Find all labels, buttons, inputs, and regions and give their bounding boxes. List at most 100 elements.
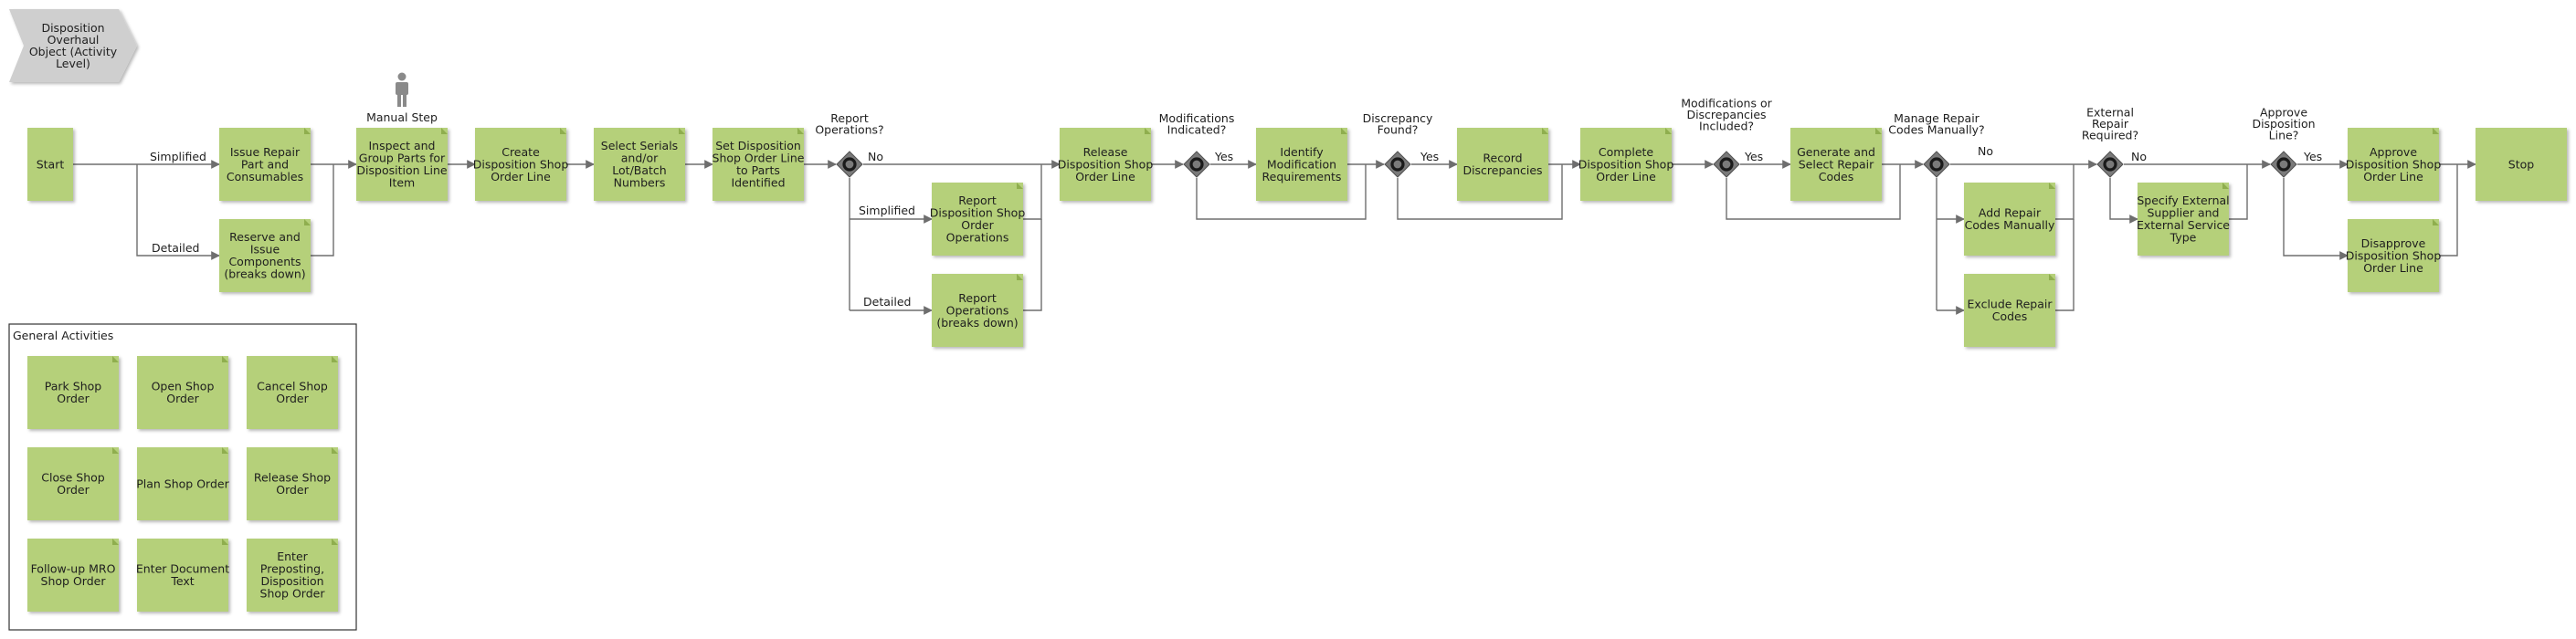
gateway-diamond [2096, 151, 2124, 178]
label-line: Order Line [1075, 170, 1135, 183]
label-line: Text [170, 574, 194, 588]
label-line: Report [958, 194, 997, 207]
edge-label-simplified: Simplified [150, 150, 206, 163]
activity-box [713, 128, 804, 201]
label-line: Group Parts for [359, 152, 446, 165]
activity-box [1964, 183, 2055, 256]
label-line: Components [228, 255, 301, 268]
edge-label-yes: Yes [1420, 150, 1439, 163]
fold-corner [112, 447, 119, 454]
gateway-ring [2103, 157, 2117, 172]
label-line: Operations [946, 231, 1009, 245]
gateway-ring [1929, 157, 1944, 172]
gateway-question: External [2086, 106, 2134, 120]
fold-corner [1875, 128, 1882, 134]
label-line: Level) [56, 57, 90, 70]
label-line: Cancel Shop [257, 380, 328, 393]
label-line: Generate and [1797, 145, 1875, 159]
connectors: General Activities [8, 160, 2476, 631]
activity-box [594, 128, 685, 201]
fold-corner [1017, 183, 1023, 189]
fold-corner [1145, 128, 1151, 134]
fold-corner [2433, 128, 2439, 134]
edge-reserve-join [311, 164, 334, 257]
label-line: Identified [731, 176, 785, 190]
label-line: Reserve and [229, 230, 301, 244]
fold-corner [1017, 274, 1023, 280]
label-line: Order Line [491, 170, 551, 183]
edge-label-yes: Yes [1744, 150, 1763, 163]
label-line: Stop [2508, 157, 2534, 171]
label-line: Exclude Repair [1968, 298, 2053, 311]
activity-box [219, 128, 311, 201]
label-line: Record [1483, 152, 1522, 165]
label-line: Codes [1992, 309, 2028, 323]
label-line: Lot/Batch [612, 163, 666, 177]
gateway-question: Required? [2082, 129, 2138, 142]
gateway-question: Included? [1699, 120, 1754, 133]
label-line: (breaks down) [224, 267, 305, 281]
fold-corner [441, 128, 448, 134]
label-line: Preposting, [260, 562, 324, 576]
activity-stop[interactable]: Stop [2476, 128, 2567, 201]
fold-corner [304, 128, 311, 134]
activity-start[interactable]: Start [27, 128, 73, 201]
edge-exclude-join [2055, 219, 2075, 311]
activity-box [1790, 128, 1882, 201]
fold-corner [560, 128, 566, 134]
label-line: Close Shop [41, 471, 105, 485]
label-line: Park Shop [45, 380, 101, 393]
label-line: Order [166, 392, 199, 405]
label-line: Inspect and [368, 139, 435, 152]
label-line: Add Repair [1979, 206, 2042, 220]
fold-corner [679, 128, 685, 134]
label-line: Approve [2370, 145, 2417, 159]
gateway-ring [1189, 157, 1204, 172]
gateway-question: Modifications or [1681, 97, 1772, 110]
edge-label-detailed: Detailed [152, 241, 199, 255]
activity-box [932, 274, 1023, 347]
edge-label-simplified: Simplified [859, 204, 915, 217]
label-line: Plan Shop Order [136, 477, 229, 490]
edge-disapprove-join [2439, 164, 2458, 257]
gateway-question: Manage Repair [1894, 111, 1980, 125]
label-line: Overhaul [48, 33, 100, 47]
label-line: Codes [1819, 170, 1854, 183]
label-line: Codes Manually [1965, 218, 2055, 232]
activity-ga-plan[interactable]: Plan Shop Order [136, 447, 230, 520]
